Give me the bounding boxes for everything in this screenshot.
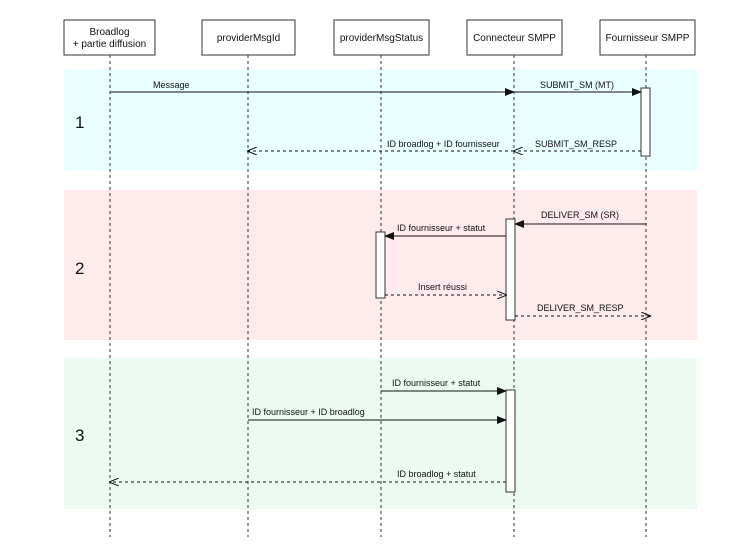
activation-fournisseur-1 bbox=[640, 87, 651, 157]
message-label-7: Insert réussi bbox=[418, 282, 467, 292]
messages: Message SUBMIT_SM (MT) SUBMIT_SM_RESP ID… bbox=[110, 80, 650, 482]
message-label-5: DELIVER_SM (SR) bbox=[541, 210, 619, 220]
participant-connecteur-smpp-label: Connecteur SMPP bbox=[473, 33, 556, 44]
message-label-9: ID fournisseur + statut bbox=[392, 378, 481, 388]
activation-connecteur-2 bbox=[505, 218, 516, 321]
phase-1-number: 1 bbox=[75, 113, 84, 132]
participant-broadlog-line2: + partie diffusion bbox=[73, 39, 146, 50]
participant-fournisseur-smpp: Fournisseur SMPP bbox=[599, 19, 696, 56]
participant-connecteur-smpp: Connecteur SMPP bbox=[466, 19, 563, 56]
phase-2-number: 2 bbox=[75, 259, 84, 278]
activation-connecteur-3 bbox=[505, 389, 516, 493]
message-label-3: SUBMIT_SM_RESP bbox=[535, 139, 617, 149]
activation-providermsgstatus-2 bbox=[375, 231, 386, 299]
message-label-2: SUBMIT_SM (MT) bbox=[540, 80, 614, 90]
participant-providermsgid-label: providerMsgId bbox=[217, 33, 280, 44]
participant-providermsgstatus: providerMsgStatus bbox=[333, 19, 430, 56]
participant-broadlog-line1: Broadlog bbox=[89, 27, 129, 38]
message-label-11: ID broadlog + statut bbox=[397, 469, 476, 479]
participant-providermsgid: providerMsgId bbox=[201, 19, 296, 56]
participant-broadlog: Broadlog + partie diffusion bbox=[63, 19, 156, 56]
message-label-1: Message bbox=[153, 80, 190, 90]
phase-3-number: 3 bbox=[75, 426, 84, 445]
message-label-8: DELIVER_SM_RESP bbox=[537, 303, 624, 313]
message-label-6: ID fournisseur + statut bbox=[397, 223, 486, 233]
activations bbox=[375, 87, 651, 493]
message-label-4: ID broadlog + ID fournisseur bbox=[387, 139, 500, 149]
participant-fournisseur-smpp-label: Fournisseur SMPP bbox=[606, 33, 690, 44]
participant-providermsgstatus-label: providerMsgStatus bbox=[340, 33, 423, 44]
message-label-10: ID fournisseur + ID broadlog bbox=[252, 407, 365, 417]
